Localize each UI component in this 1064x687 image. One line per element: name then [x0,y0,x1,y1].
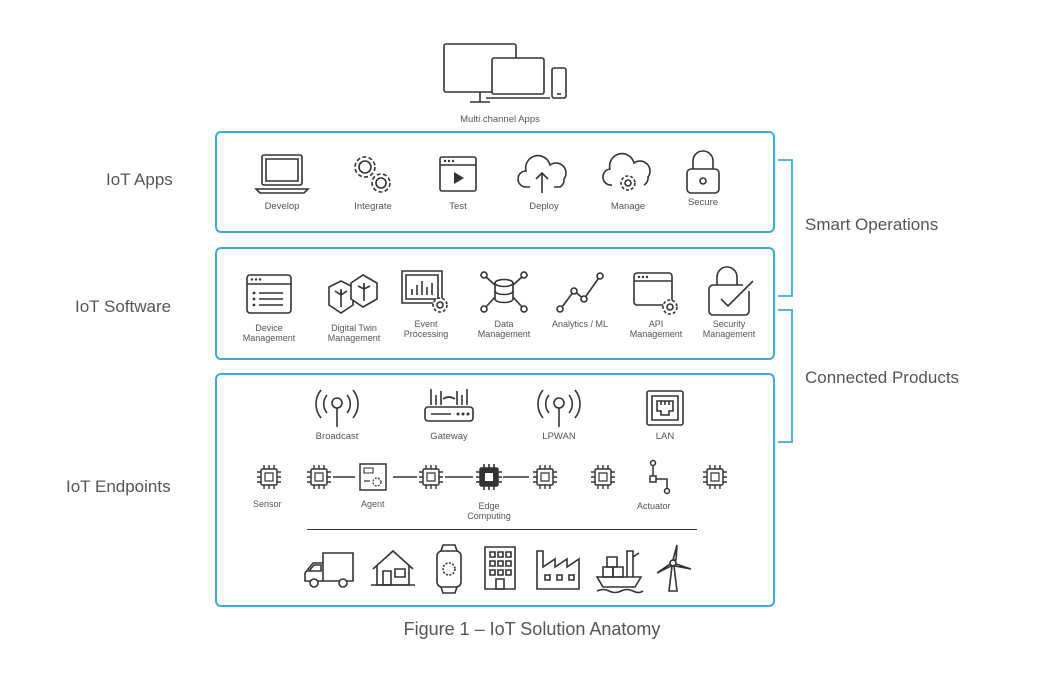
app-develop-label: Develop [264,201,300,212]
device-actuator-label: Actuator [637,501,671,511]
multi-channel-apps: Multi channel Apps [420,38,580,125]
gears-icon [343,151,403,197]
lpwan-antenna-icon [531,385,587,431]
sw-api-management-line1: API [648,319,664,329]
device-edge-computing-label: Edge Computing [453,501,525,521]
device-chain [256,459,728,499]
layer-label-iot-apps: IoT Apps [106,170,173,189]
app-manage: Manage [593,151,663,212]
figure-caption: Figure 1 – IoT Solution Anatomy [403,619,661,639]
conn-broadcast: Broadcast [305,385,369,442]
video-play-icon [428,151,488,197]
sw-api-management-line2: Management [629,329,683,339]
app-integrate: Integrate [338,151,408,212]
physical-things-row [301,543,701,595]
app-secure: Secure [668,147,738,208]
chip-icon-3 [418,464,444,490]
chip-icon-6 [590,464,616,490]
sw-event-processing-line1: Event [414,319,438,329]
app-develop: Develop [247,151,317,212]
smartwatch-icon [437,545,461,593]
padlock-icon [673,147,733,197]
chip-icon-2 [306,464,332,490]
multi-channel-apps-label: Multi channel Apps [460,114,540,125]
chip-icon-5 [532,464,558,490]
office-building-icon [485,547,515,589]
database-network-icon [474,265,534,319]
lock-check-icon [699,263,759,319]
connected-products-label: Connected Products [805,368,960,387]
device-sensor-label: Sensor [253,499,282,509]
smart-operations-label: Smart Operations [805,215,939,234]
sw-device-management-line2: Management [242,333,296,343]
conn-lpwan: LPWAN [527,385,591,442]
agent-icon [360,464,386,490]
broadcast-antenna-icon [309,385,365,431]
sw-data-management-line2: Management [477,329,531,339]
sw-security-management-line2: Management [702,329,756,339]
sw-device-management: Device Management [237,269,301,343]
device-edge-line1: Edge [478,501,500,511]
iot-software-layer: Device Management Digital Twin Managemen… [215,247,775,360]
sw-data-management: Data Management [468,265,540,339]
layer-label-iot-software: IoT Software [75,297,172,316]
house-icon [371,551,415,585]
truck-icon [305,553,353,587]
sw-digital-twin-line1: Digital Twin [331,323,377,333]
conn-lan-label: LAN [655,431,675,442]
app-test-label: Test [449,201,467,212]
factory-icon [537,551,579,589]
device-edge-line2: Computing [467,511,511,521]
wind-turbine-icon [657,545,691,591]
sw-event-processing-line2: Processing [403,329,449,339]
actuator-icon [650,461,670,494]
sw-device-management-line1: Device [255,323,283,333]
conn-lpwan-label: LPWAN [542,431,576,442]
ethernet-port-icon [637,385,693,431]
chip-icon-8 [702,464,728,490]
iot-endpoints-layer: Broadcast Gateway LPWAN [215,373,775,607]
app-secure-label: Secure [687,197,719,208]
sw-security-management-line1: Security [712,319,746,329]
router-icon [421,385,477,431]
app-integrate-label: Integrate [354,201,392,212]
device-agent-label: Agent [361,499,385,509]
conn-broadcast-label: Broadcast [315,431,359,442]
side-brackets [776,150,800,450]
chart-gear-icon [396,265,456,319]
conn-gateway-label: Gateway [430,431,468,442]
app-manage-label: Manage [610,201,646,212]
iot-apps-layer: Develop Integrate Test [215,131,775,233]
multi-device-icon [430,38,570,110]
conn-gateway: Gateway [417,385,481,442]
app-test: Test [423,151,493,212]
cargo-ship-icon [597,551,643,593]
sensor-chip-icon [256,464,282,490]
laptop-icon [252,151,312,197]
sw-api-management: API Management [623,267,689,339]
layer-label-iot-endpoints: IoT Endpoints [66,477,171,496]
sw-digital-twin-line2: Management [327,333,381,343]
app-deploy: Deploy [509,151,579,212]
sw-digital-twin-management: Digital Twin Management [315,269,393,343]
sw-analytics-ml: Analytics / ML [544,265,616,329]
sw-analytics-ml-label: Analytics / ML [551,319,609,329]
sw-event-processing: Event Processing [393,265,459,339]
endpoints-separator [307,529,697,530]
sw-data-management-line1: Data [494,319,514,329]
digital-twin-icon [321,269,387,319]
app-deploy-label: Deploy [529,201,559,212]
line-graph-icon [550,265,610,319]
cloud-upload-icon [514,151,574,197]
edge-computing-chip-icon [476,464,502,490]
window-gear-icon [626,267,686,319]
device-list-icon [241,269,297,319]
sw-security-management: Security Management [694,263,764,339]
conn-lan: LAN [633,385,697,442]
cloud-gear-icon [598,151,658,197]
